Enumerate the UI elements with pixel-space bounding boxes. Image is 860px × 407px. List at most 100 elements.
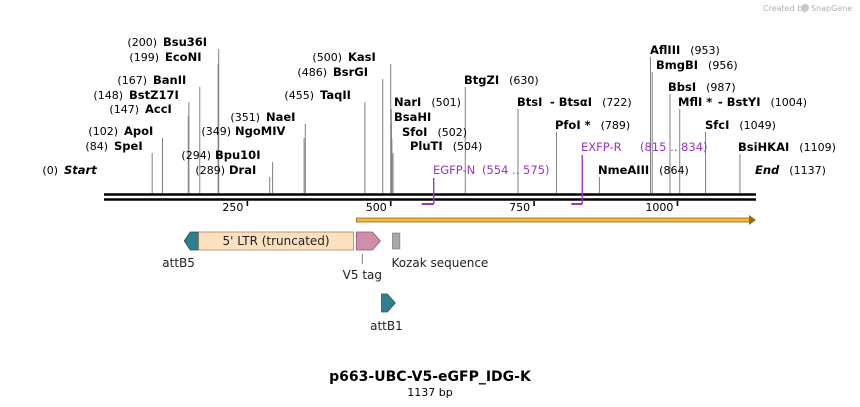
site-pos-bstyi: (1004): [771, 96, 808, 109]
site-kasi: KasI(500): [312, 50, 375, 64]
site-name-pfoi: PfoI *: [555, 118, 591, 132]
primer-egfp-n: EGFP-N(554 .. 575): [421, 163, 550, 205]
site-pos-spei: (84): [85, 140, 108, 153]
map-title: p663-UBC-V5-eGFP_IDG-K: [329, 369, 532, 385]
site-name-apoi: ApoI: [124, 124, 153, 138]
site-pos-sfci: (1049): [739, 119, 776, 132]
feature-ltr: 5' LTR (truncated): [198, 231, 354, 251]
site-pos-pluti: (504): [453, 140, 483, 153]
site-name-start: Start: [64, 163, 97, 177]
site-bsahi: BsaHI: [394, 110, 431, 124]
site-bsihkai: BsiHKAI (1109): [738, 140, 836, 154]
site-name-bsrgi: BsrGI: [333, 65, 368, 79]
feature-shape-attb5: [183, 231, 200, 251]
site-name-bstyi: - BstYI: [718, 95, 761, 109]
site-name-drai: DraI: [229, 163, 256, 177]
site-banii: BanII (167): [117, 73, 186, 87]
site-name-btsi: BtsI: [517, 95, 542, 109]
primer-range-0: (554 .. 575): [482, 163, 550, 177]
site-pos-ngomiv: (349): [201, 125, 231, 138]
credit: Created by SnapGene: [763, 4, 852, 13]
site-name-bsahi: BsaHI: [394, 110, 431, 124]
site-name-bpu10i: Bpu10I: [215, 148, 260, 162]
orf-arrow: [355, 215, 756, 225]
site-leader-lines: [151, 49, 741, 193]
site-name-banii: BanII: [153, 73, 186, 87]
site-name-btgzi: BtgZI: [464, 73, 499, 87]
site-pos-bsihkai: (1109): [799, 141, 836, 154]
site-pos-naei: (351): [230, 111, 260, 124]
site-name-sfci: SfcI: [705, 118, 729, 132]
site-pos-acci: (147): [109, 103, 139, 116]
feature-shape-ltr: [198, 231, 354, 251]
site-pos-apoi: (102): [88, 125, 118, 138]
feature-attb5: attB5: [162, 231, 200, 270]
site-bstz17i: BstZ17I(148): [93, 88, 178, 102]
site-pfoi: PfoI * (789): [555, 118, 630, 132]
site-nari: NarI(501): [394, 95, 461, 109]
site-bsu36i: Bsu36I(200): [127, 35, 207, 49]
site-naei: NaeI (351): [230, 110, 295, 124]
site-name-naei: NaeI: [266, 110, 295, 124]
site-name-bsihkai: BsiHKAI: [738, 140, 789, 154]
snapgene-logo-icon: [801, 4, 809, 12]
feature-label-attb5: attB5: [162, 256, 195, 270]
site-name-ngomiv: NgoMIV: [235, 124, 285, 138]
site-btgzi: BtgZI (630): [464, 73, 539, 87]
site-pos-banii: (167): [117, 74, 147, 87]
site-ngomiv: (349) NgoMIV: [201, 124, 285, 138]
orf-bar: [355, 217, 751, 223]
feature-label-v5: V5 tag: [343, 268, 382, 282]
feature-label-kozak: Kozak sequence: [391, 256, 488, 270]
site-pluti: PluTI(504): [410, 139, 482, 153]
tick-label-500: 500: [366, 201, 387, 214]
site-name-bstz17i: BstZ17I: [129, 88, 179, 102]
site-pos-econi: (199): [129, 51, 159, 64]
site-bstyi: - BstYI (1004): [718, 95, 807, 109]
site-name-nmeaiii: NmeAIII: [598, 163, 649, 177]
feature-v5: V5 tag: [343, 231, 382, 282]
site-name-nari: NarI: [394, 95, 421, 109]
primer-name-1: EXFP-R: [581, 140, 622, 154]
site-btsi: BtsI: [517, 95, 542, 109]
site-mfli: MflI *: [678, 95, 712, 109]
site-name-sfoi: SfoI: [402, 125, 427, 139]
primer-marks: EGFP-N(554 .. 575)EXFP-R(815 .. 834): [421, 140, 708, 205]
site-sfci: SfcI (1049): [705, 118, 776, 132]
site-pos-btgzi: (630): [509, 74, 539, 87]
site-taqii: TaqII (455): [284, 88, 351, 102]
site-pos-pfoi: (789): [601, 119, 631, 132]
backbone: [104, 193, 756, 201]
site-drai: (289) DraI: [195, 163, 256, 177]
site-pos-nmeaiii: (864): [659, 164, 689, 177]
credit-text: Created by: [763, 4, 807, 13]
site-sfoi: SfoI(502): [402, 125, 467, 139]
map-length: 1137 bp: [407, 386, 452, 399]
site-name-bbsi: BbsI: [668, 80, 696, 94]
site-pos-start: (0): [42, 164, 58, 177]
site-afliii: AflIII(953): [650, 43, 720, 57]
site-pos-end: (1137): [789, 164, 826, 177]
site-name-end: End: [755, 163, 780, 177]
site-pos-bsu36i: (200): [127, 36, 157, 49]
feature-label-attb1: attB1: [370, 319, 403, 333]
site-pos-bpu10i: (294): [181, 149, 211, 162]
credit-brand: SnapGene: [811, 4, 852, 13]
tick-label-250: 250: [222, 201, 243, 214]
site-acci: AccI(147): [109, 102, 171, 116]
site-labels: Start (0) SpeI (84) ApoI (102) AccI(147)BstZ17…: [42, 35, 835, 177]
feature-shape-kozak: [392, 232, 401, 250]
site-pos-drai: (289): [195, 164, 225, 177]
site-pos-taqii: (455): [284, 89, 314, 102]
site-name-taqii: TaqII: [320, 88, 351, 102]
feature-kozak: Kozak sequence: [391, 232, 488, 270]
site-name-spei: SpeI: [114, 139, 143, 153]
site-apoi: ApoI (102): [88, 124, 153, 138]
site-bmgbi: BmgBI(956): [656, 58, 738, 72]
site-pos-kasi: (500): [312, 51, 342, 64]
site-spei: SpeI (84): [85, 139, 142, 153]
tick-label-1000: 1000: [645, 201, 673, 214]
